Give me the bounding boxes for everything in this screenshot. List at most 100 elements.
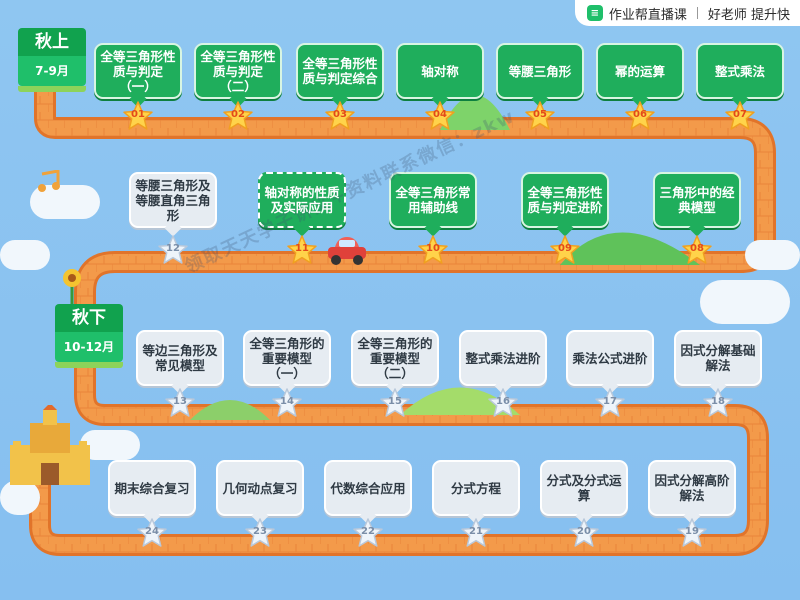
lesson-number: 09 — [558, 243, 572, 254]
lesson-star-23[interactable]: 23 — [245, 518, 275, 548]
lesson-card-04[interactable]: 轴对称 — [396, 43, 484, 108]
lesson-star-14[interactable]: 14 — [272, 388, 302, 418]
lesson-card-10[interactable]: 全等三角形常用辅助线 — [389, 172, 477, 237]
star-icon — [677, 518, 707, 547]
lesson-title: 全等三角形性质与判定（一） — [100, 48, 176, 94]
lesson-card-09[interactable]: 全等三角形性质与判定进阶 — [521, 172, 609, 237]
lesson-card-02[interactable]: 全等三角形性质与判定（二） — [194, 43, 282, 108]
lesson-card-17[interactable]: 乘法公式进阶 — [566, 330, 654, 395]
cloud — [700, 280, 790, 324]
lesson-card-06[interactable]: 幂的运算 — [596, 43, 684, 108]
lesson-number: 08 — [690, 243, 704, 254]
lesson-card-07[interactable]: 整式乘法 — [696, 43, 784, 108]
lesson-title: 整式乘法 — [714, 63, 765, 79]
brand-tagline: 好老师 提升快 — [707, 7, 790, 23]
lesson-number: 14 — [280, 396, 294, 407]
lesson-card-23[interactable]: 几何动点复习 — [216, 460, 304, 525]
star-icon — [287, 235, 317, 264]
star-icon — [272, 388, 302, 417]
lesson-star-11[interactable]: 11 — [287, 235, 317, 265]
lesson-star-16[interactable]: 16 — [488, 388, 518, 418]
lesson-number: 17 — [603, 396, 617, 407]
lesson-card-16[interactable]: 整式乘法进阶 — [459, 330, 547, 395]
lesson-star-17[interactable]: 17 — [595, 388, 625, 418]
lesson-card-05[interactable]: 等腰三角形 — [496, 43, 584, 108]
season-fall-1: 秋上 7-9月 — [18, 28, 86, 92]
star-icon — [682, 235, 712, 264]
lesson-card-18[interactable]: 因式分解基础解法 — [674, 330, 762, 395]
lesson-title: 几何动点复习 — [222, 480, 298, 496]
lesson-star-09[interactable]: 09 — [550, 235, 580, 265]
star-icon — [703, 388, 733, 417]
lesson-card-15[interactable]: 全等三角形的重要模型（二） — [351, 330, 439, 395]
lesson-number: 16 — [496, 396, 510, 407]
lesson-star-03[interactable]: 03 — [325, 101, 355, 131]
castle-icon — [10, 405, 90, 485]
lesson-title: 期末综合复习 — [114, 480, 190, 496]
lesson-star-08[interactable]: 08 — [682, 235, 712, 265]
grass-strip — [18, 86, 86, 92]
lesson-card-20[interactable]: 分式及分式运算 — [540, 460, 628, 525]
lesson-card-19[interactable]: 因式分解高阶解法 — [648, 460, 736, 525]
brand-name: 作业帮直播课 — [608, 7, 687, 23]
lesson-star-15[interactable]: 15 — [380, 388, 410, 418]
star-icon — [461, 518, 491, 547]
season-title: 秋下 — [55, 304, 123, 332]
lesson-star-13[interactable]: 13 — [165, 388, 195, 418]
lesson-card-13[interactable]: 等边三角形及常见模型 — [136, 330, 224, 395]
lesson-title: 全等三角形性质与判定进阶 — [527, 185, 603, 215]
lesson-number: 03 — [333, 109, 347, 120]
lesson-star-07[interactable]: 07 — [725, 101, 755, 131]
lesson-number: 05 — [533, 109, 547, 120]
lesson-star-18[interactable]: 18 — [703, 388, 733, 418]
lesson-star-02[interactable]: 02 — [223, 101, 253, 131]
lesson-card-14[interactable]: 全等三角形的重要模型（一） — [243, 330, 331, 395]
lesson-card-08[interactable]: 三角形中的经典模型 — [653, 172, 741, 237]
lesson-star-04[interactable]: 04 — [425, 101, 455, 131]
lesson-title: 幂的运算 — [614, 63, 665, 79]
lesson-title: 全等三角形的重要模型（一） — [249, 335, 325, 381]
lesson-title: 三角形中的经典模型 — [659, 185, 735, 215]
lesson-star-05[interactable]: 05 — [525, 101, 555, 131]
cloud — [745, 240, 800, 270]
lesson-star-21[interactable]: 21 — [461, 518, 491, 548]
lesson-title: 全等三角形常用辅助线 — [395, 185, 471, 215]
lesson-star-12[interactable]: 12 — [158, 235, 188, 265]
lesson-number: 19 — [685, 526, 699, 537]
lesson-title: 轴对称的性质及实际应用 — [264, 185, 340, 215]
lesson-card-22[interactable]: 代数综合应用 — [324, 460, 412, 525]
lesson-star-10[interactable]: 10 — [418, 235, 448, 265]
brand-logo-icon: ≡ — [586, 5, 603, 21]
lesson-number: 22 — [361, 526, 375, 537]
lesson-card-03[interactable]: 全等三角形性质与判定综合 — [296, 43, 384, 108]
star-icon — [165, 388, 195, 417]
lesson-star-24[interactable]: 24 — [137, 518, 167, 548]
star-icon — [245, 518, 275, 547]
lesson-star-22[interactable]: 22 — [353, 518, 383, 548]
lesson-card-11[interactable]: 轴对称的性质及实际应用 — [258, 172, 346, 237]
lesson-number: 11 — [295, 243, 309, 254]
star-icon — [569, 518, 599, 547]
star-icon — [595, 388, 625, 417]
lesson-number: 13 — [173, 396, 187, 407]
lesson-title: 整式乘法进阶 — [465, 350, 541, 366]
green-hill — [560, 232, 700, 265]
flower-icon — [63, 269, 81, 304]
lesson-card-01[interactable]: 全等三角形性质与判定（一） — [94, 43, 182, 108]
lesson-star-06[interactable]: 06 — [625, 101, 655, 131]
lesson-star-20[interactable]: 20 — [569, 518, 599, 548]
lesson-star-01[interactable]: 01 — [123, 101, 153, 131]
lesson-number: 01 — [131, 109, 145, 120]
lesson-number: 04 — [433, 109, 447, 120]
green-hill — [400, 387, 520, 415]
lesson-number: 10 — [426, 243, 440, 254]
lesson-title: 因式分解高阶解法 — [654, 473, 730, 503]
season-title: 秋上 — [18, 28, 86, 56]
lesson-card-24[interactable]: 期末综合复习 — [108, 460, 196, 525]
star-icon — [223, 101, 253, 130]
lesson-card-21[interactable]: 分式方程 — [432, 460, 520, 525]
lesson-star-19[interactable]: 19 — [677, 518, 707, 548]
lesson-card-12[interactable]: 等腰三角形及等腰直角三角形 — [129, 172, 217, 237]
lesson-number: 18 — [711, 396, 725, 407]
